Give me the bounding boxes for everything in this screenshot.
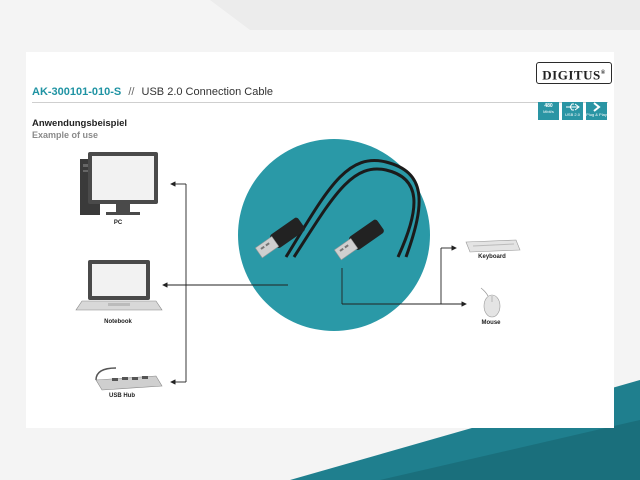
logo-mark: ® bbox=[600, 70, 606, 76]
product-header: AK-300101-010-S // USB 2.0 Connection Ca… bbox=[32, 86, 273, 98]
keyboard-icon bbox=[465, 239, 521, 253]
keyboard-label: Keyboard bbox=[478, 254, 506, 260]
product-code: AK-300101-010-S bbox=[32, 86, 122, 98]
left-connector-lines bbox=[162, 181, 288, 385]
header-divider bbox=[32, 102, 608, 103]
digitus-logo: DIGITUS® bbox=[536, 62, 612, 84]
logo-text: DIGITUS bbox=[542, 67, 601, 83]
notebook-icon bbox=[75, 260, 163, 311]
pc-icon bbox=[80, 152, 158, 215]
notebook-label: Notebook bbox=[104, 319, 132, 325]
usb-hub-icon bbox=[95, 367, 163, 391]
usb-cable-illustration bbox=[238, 139, 430, 331]
product-sheet: DIGITUS® AK-300101-010-S // USB 2.0 Conn… bbox=[26, 52, 614, 428]
teal-circle bbox=[238, 139, 430, 331]
speed-badge-icon: 480 Mbit/s bbox=[538, 102, 559, 120]
product-title: USB 2.0 Connection Cable bbox=[141, 86, 273, 98]
header-separator: // bbox=[128, 86, 135, 98]
section-title-german: Anwendungsbeispiel bbox=[32, 118, 128, 129]
pc-label: PC bbox=[113, 220, 123, 226]
usb-hub-label: USB Hub bbox=[109, 393, 135, 399]
section-title-english: Example of use bbox=[32, 130, 99, 140]
plug-play-badge-icon: Plug & Play bbox=[586, 102, 607, 120]
mouse-icon bbox=[480, 287, 501, 318]
mouse-label: Mouse bbox=[481, 320, 501, 326]
usb-plug-left bbox=[254, 217, 305, 259]
right-connector-lines bbox=[341, 245, 467, 307]
usb-plug-right bbox=[333, 219, 384, 261]
cable-wire bbox=[284, 159, 421, 258]
usb-badge-icon: USB 2.0 bbox=[562, 102, 583, 120]
connection-diagram bbox=[75, 139, 521, 391]
